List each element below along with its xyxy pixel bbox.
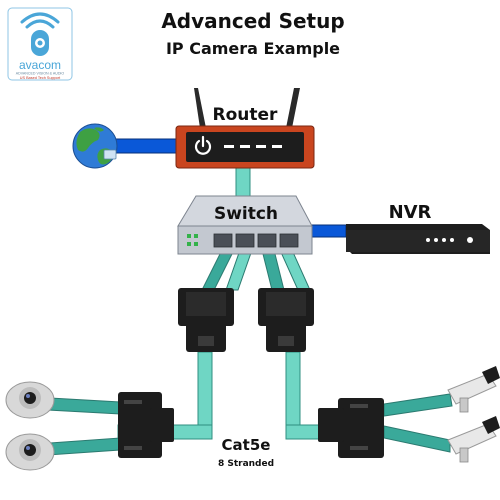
logo-support: US Based Tech Support [20, 76, 61, 80]
switch-label: Switch [214, 204, 278, 224]
left-drop-cable [197, 351, 213, 433]
router-leds [224, 145, 282, 148]
globe-icon [72, 123, 118, 169]
router-label: Router [213, 105, 279, 125]
splitter-upper-left [178, 288, 234, 352]
dome-camera-icon [5, 381, 55, 419]
dome-camera-icon [5, 433, 55, 471]
switch-splitter-cables [201, 249, 311, 291]
splitter-lower-left [118, 392, 174, 458]
bullet-camera-icon [447, 416, 500, 463]
page-subtitle: IP Camera Example [166, 39, 340, 58]
internet-cable [109, 138, 179, 154]
power-icon [194, 135, 212, 155]
network-switch: Switch [177, 195, 313, 255]
right-camera-cables [383, 393, 453, 453]
logo-brand: avacom [19, 58, 61, 72]
logo-tagline: ADVANCED VISION & AUDIO [16, 72, 65, 76]
switch-status-leds [187, 234, 198, 246]
router-antennas [194, 88, 300, 128]
router-switch-cable [235, 167, 251, 197]
nvr-label: NVR [389, 202, 432, 223]
router: Router [175, 88, 315, 169]
page-title: Advanced Setup [161, 9, 344, 33]
cable-label: Cat5e [222, 436, 271, 454]
splitter-lower-right [318, 398, 384, 458]
wifi-icon [20, 12, 60, 29]
left-camera-cables [47, 397, 121, 456]
splitter-upper-right [258, 288, 314, 352]
cable-sublabel: 8 Stranded [218, 459, 274, 469]
nvr-leds [426, 237, 473, 243]
switch-ports [213, 233, 299, 248]
right-drop-cable [285, 351, 301, 433]
bullet-camera-icon [447, 366, 500, 413]
avacom-logo: avacom ADVANCED VISION & AUDIO US Based … [7, 7, 73, 81]
nvr-recorder: NVR [346, 202, 490, 254]
